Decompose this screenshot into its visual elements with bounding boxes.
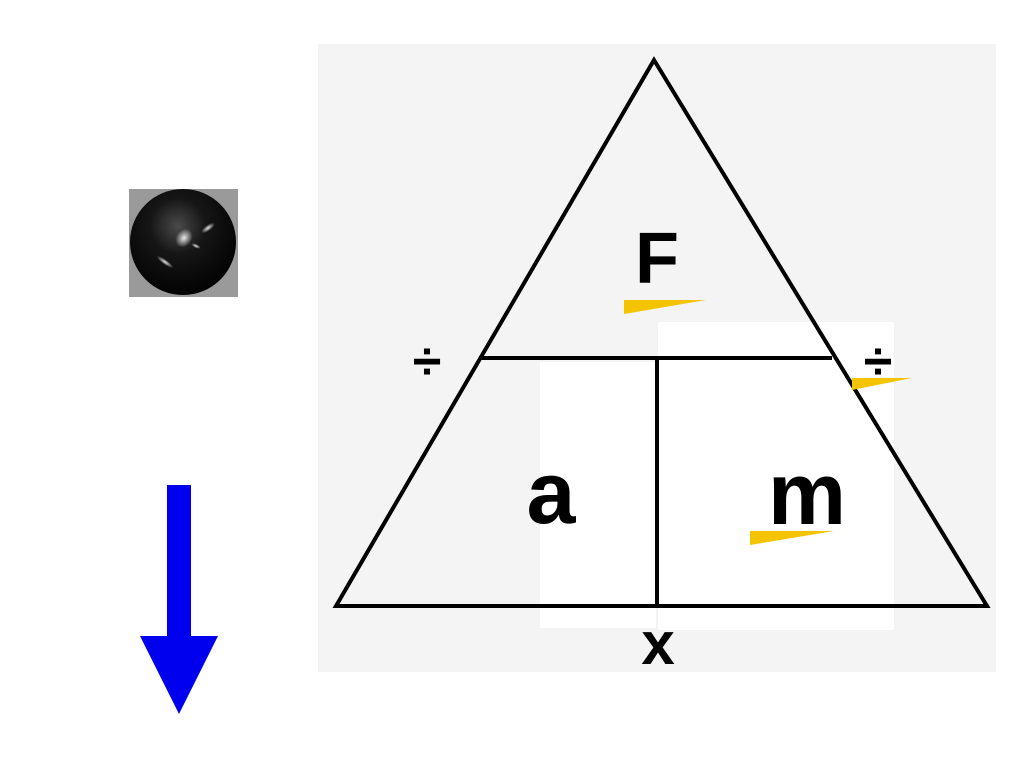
bottom-right-symbol-m: m xyxy=(768,444,846,543)
bottom-left-symbol-a: a xyxy=(527,443,577,542)
inner-white-right xyxy=(658,322,894,630)
top-symbol-f: F xyxy=(635,219,679,299)
highlight-mark-right-operator xyxy=(852,378,912,390)
bottom-multiply-operator: x xyxy=(641,610,674,677)
highlight-mark-f xyxy=(624,300,706,314)
triangle-outline xyxy=(332,56,991,608)
right-divide-operator: ÷ xyxy=(864,333,893,391)
inner-white-left xyxy=(540,362,656,628)
left-divide-operator: ÷ xyxy=(413,333,442,391)
highlight-mark-m xyxy=(750,531,834,545)
